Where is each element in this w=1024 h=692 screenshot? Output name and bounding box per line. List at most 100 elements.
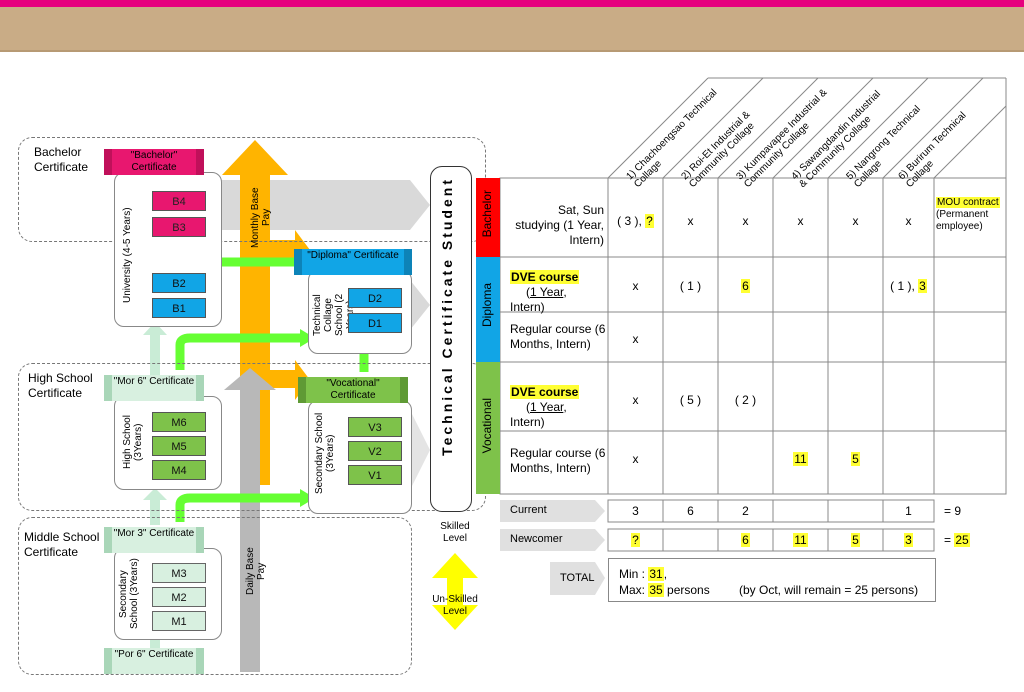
min-label: Min : (619, 567, 649, 581)
newcomer-c5-value: 5 (851, 533, 860, 547)
technical-certificate-student-box: Technical Certificate Student (430, 166, 472, 512)
cell-dve-c3-value: 6 (741, 279, 750, 293)
cell-bachelor-c5: x (852, 214, 859, 228)
cell-vregular-c4-value: 11 (793, 452, 808, 466)
mor6-certificate-ribbon: "Mor 6" Certificate (104, 375, 204, 401)
current-label: Current (510, 504, 547, 516)
row-label-bachelor: Sat, Sun studying (1 Year, Intern) (515, 203, 604, 247)
newcomer-total-value: 25 (954, 533, 970, 547)
cell-vdve-c1: x (632, 393, 639, 407)
level-box-d2: D2 (348, 288, 402, 308)
technical-collage-school (308, 270, 412, 354)
max-persons: persons (663, 583, 710, 597)
min-value: 31 (648, 567, 664, 581)
cell-bachelor-c1-unknown: ? (645, 214, 654, 228)
bachelor-certificate-ribbon: "Bachelor" Certificate (104, 149, 204, 175)
total-label: TOTAL (560, 572, 595, 584)
skill-level-arrow (432, 553, 478, 630)
mor3-certificate-ribbon: "Mor 3" Certificate (104, 527, 204, 553)
technical-certificate-student-title: Technical Certificate Student (439, 177, 455, 456)
vocational-level-label: Vocational (480, 398, 494, 454)
cell-bachelor-c1: ( 3 ), ? (608, 214, 663, 228)
level-box-b2: B2 (152, 273, 206, 293)
vocational-level-bar: Vocational (476, 362, 500, 494)
cell-bachelor-c1-count: ( 3 ), (617, 214, 646, 228)
vocational-certificate-ribbon: "Vocational" Certificate (298, 377, 408, 403)
cell-dregular-c1: x (632, 332, 639, 346)
mor3-to-vocational-arrow (175, 493, 300, 522)
technical-collage-school-label: Technical Collage School (2 Years) (312, 293, 356, 337)
newcomer-c3-value: 6 (741, 533, 750, 547)
level-box-m1: M1 (152, 611, 206, 631)
cell-vregular-c1: x (632, 452, 639, 466)
dve-intern: , Intern) (510, 285, 567, 314)
secondary-ms-school-label: Secondary School (3Years) (118, 558, 140, 630)
cell-vregular-c5: 5 (828, 452, 883, 466)
mor6-to-b1-arrow (143, 322, 167, 375)
dve-course-label-2: DVE course (510, 385, 580, 399)
por6-certificate-ribbon: "Por 6" Certificate (104, 648, 204, 674)
mou-permanent-label: (Permanent employee) (936, 209, 989, 232)
level-box-b3: B3 (152, 217, 206, 237)
cell-bachelor-c6: x (905, 214, 912, 228)
middleschool-group-title: Middle School Certificate (24, 530, 100, 559)
cell-dve-c6-count: ( 1 ), (890, 279, 919, 293)
level-box-m4: M4 (152, 460, 206, 480)
level-box-v3: V3 (348, 417, 402, 437)
level-box-b4: B4 (152, 191, 206, 211)
dve-year-2: 1 Year (530, 400, 564, 414)
row-label-vocational-regular: Regular course (6 Months, Intern) (510, 446, 606, 475)
diploma-level-label: Diploma (480, 283, 494, 328)
cell-dve-c2: ( 1 ) (679, 279, 702, 293)
diploma-level-bar: Diploma (476, 257, 500, 362)
newcomer-total-eq: = (944, 533, 955, 547)
max-label: Max: (619, 583, 649, 597)
newcomer-c4: 11 (773, 533, 828, 547)
cell-vdve-c3: ( 2 ) (734, 393, 757, 407)
current-total: = 9 (944, 504, 962, 518)
mor6-to-diploma-arrow (175, 333, 300, 370)
cell-dve-c6: ( 1 ), 3 (883, 279, 934, 293)
level-box-m5: M5 (152, 436, 206, 456)
current-c2: 6 (687, 504, 694, 518)
highschool-school-label: High School (3Years) (122, 415, 144, 469)
newcomer-chevron (500, 529, 605, 551)
level-box-b1: B1 (152, 298, 206, 318)
bachelor-level-bar: Bachelor (476, 178, 500, 257)
min-comma: , (663, 567, 668, 581)
total-box: Min : 31, Max: 35 persons (by Oct, will … (608, 558, 936, 602)
current-chevron (500, 500, 605, 522)
unskilled-level-label: Un-Skilled Level (432, 594, 478, 617)
level-box-m2: M2 (152, 587, 206, 607)
newcomer-c5: 5 (828, 533, 883, 547)
monthly-pay-label: Monthly Base Pay (250, 187, 272, 248)
daily-pay-label: Daily Base Pay (245, 547, 267, 595)
total-note: (by Oct, will remain = 25 persons) (739, 583, 919, 597)
cell-bachelor-c2: x (687, 214, 694, 228)
dve-open-paren: ( (526, 285, 530, 299)
bachelor-group-title: Bachelor Certificate (34, 145, 89, 174)
dve-course-label: DVE course (510, 270, 580, 284)
secondary-voc-school-label: Secondary School (3Years) (314, 412, 336, 494)
middleschool-group (18, 517, 412, 675)
newcomer-total: = 25 (944, 533, 970, 547)
level-box-v1: V1 (348, 465, 402, 485)
cell-bachelor-c4: x (797, 214, 804, 228)
newcomer-c1: ? (608, 533, 663, 547)
total-chevron (550, 562, 605, 595)
mor3-to-m4-arrow (143, 488, 167, 525)
dve-year: 1 Year (530, 285, 564, 299)
cell-vregular-c4: 11 (773, 452, 828, 466)
skilled-level-label: Skilled Level (440, 521, 470, 544)
newcomer-c6-value: 3 (904, 533, 913, 547)
daily-pay-arrow (224, 368, 276, 672)
newcomer-c4-value: 11 (793, 533, 808, 547)
row-label-vocational-dve: DVE course (1 Year, Intern) (510, 385, 604, 430)
newcomer-c3: 6 (718, 533, 773, 547)
max-line: Max: 35 persons (619, 583, 710, 597)
level-box-v2: V2 (348, 441, 402, 461)
newcomer-c6: 3 (883, 533, 934, 547)
highschool-group-title: High School Certificate (28, 371, 93, 400)
current-c1: 3 (632, 504, 639, 518)
newcomer-label: Newcomer (510, 533, 563, 545)
